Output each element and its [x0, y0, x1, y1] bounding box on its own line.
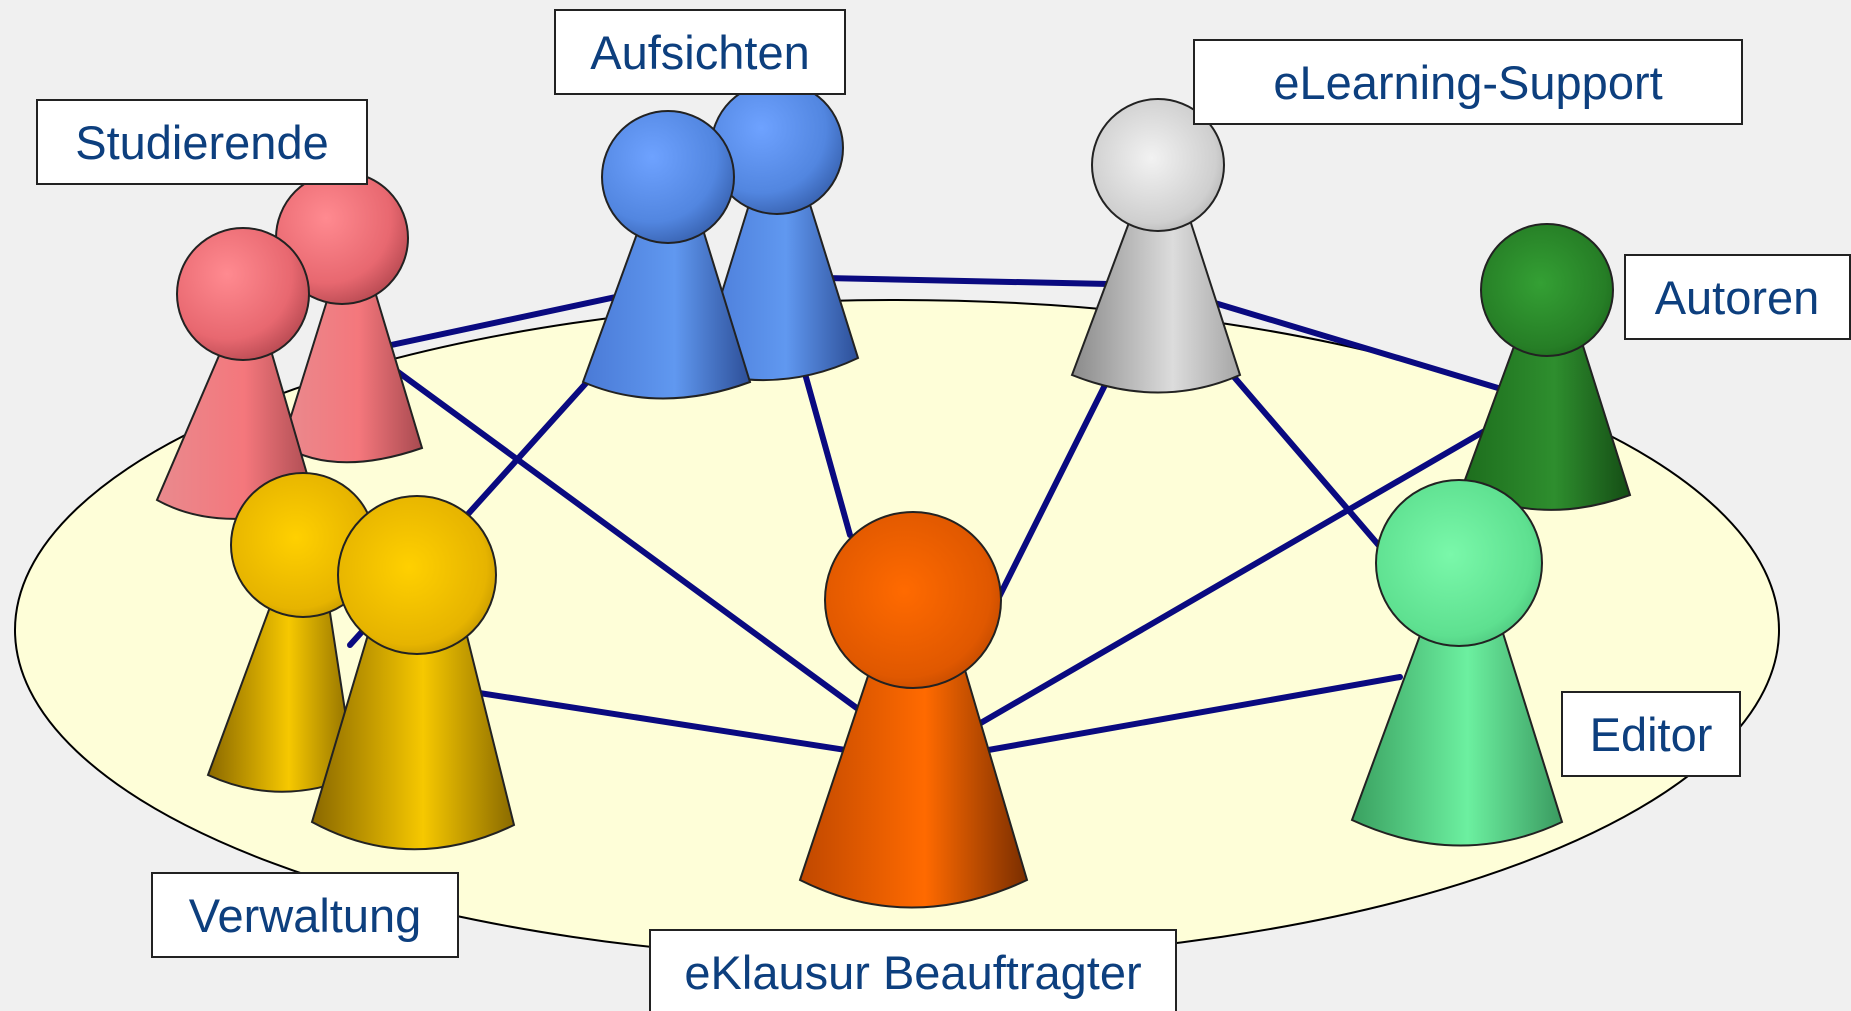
- connection-autoren-eklausur: [957, 397, 1541, 738]
- label-studierende-text: Studierende: [75, 116, 328, 169]
- label-aufsichten-text: Aufsichten: [590, 26, 809, 79]
- editor-figure: [1350, 479, 1564, 847]
- connection-verwaltung-eklausur: [457, 687, 913, 763]
- elearning-support-figure: [1070, 98, 1242, 394]
- aufsichten-figure-front: [581, 110, 752, 400]
- label-eklausur-beauftragter-text: eKlausur Beauftragter: [684, 946, 1141, 999]
- label-verwaltung: Verwaltung: [151, 872, 459, 958]
- label-studierende: Studierende: [36, 99, 368, 185]
- autoren-figure: [1460, 223, 1632, 511]
- verwaltung-figures: [206, 472, 516, 851]
- eklausur-beauftragter-figure: [798, 511, 1029, 909]
- connection-elearning-autoren: [1152, 282, 1541, 403]
- label-editor-text: Editor: [1590, 708, 1713, 761]
- studierende-figures: [155, 171, 424, 520]
- label-verwaltung-text: Verwaltung: [189, 889, 422, 942]
- label-elearning-support: eLearning-Support: [1193, 39, 1743, 125]
- label-autoren-text: Autoren: [1655, 271, 1820, 324]
- connection-studierende-aufsichten: [365, 285, 661, 353]
- label-aufsichten: Aufsichten: [554, 9, 846, 95]
- label-autoren: Autoren: [1624, 254, 1851, 340]
- aufsichten-figure-back: [696, 81, 860, 382]
- connection-editor-eklausur: [957, 674, 1403, 758]
- label-elearning-support-text: eLearning-Support: [1273, 56, 1662, 109]
- studierende-figure-back: [275, 171, 424, 464]
- verwaltung-figure-front: [310, 495, 516, 851]
- studierende-figure-front: [155, 227, 318, 520]
- label-editor: Editor: [1561, 691, 1741, 777]
- label-eklausur-beauftragter: eKlausur Beauftragter: [649, 929, 1177, 1011]
- connection-studierende-eklausur: [365, 347, 913, 750]
- aufsichten-figures: [581, 81, 860, 400]
- connection-aufsichten-elearning-eklausur: [775, 274, 1158, 618]
